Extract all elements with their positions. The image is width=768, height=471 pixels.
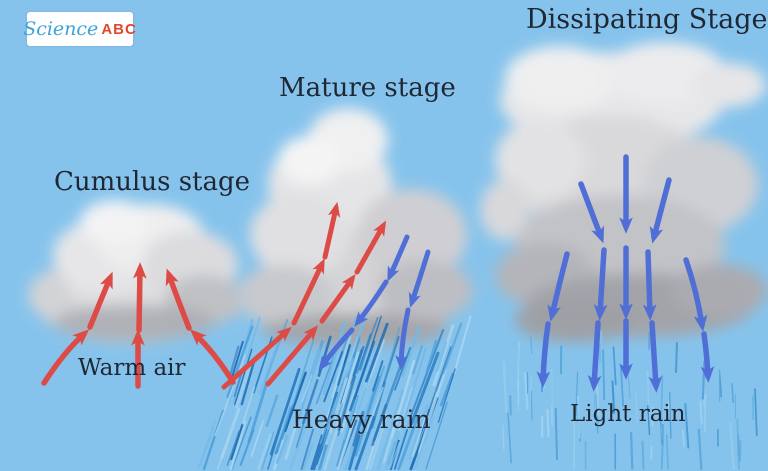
mature-downdraft-arrows: [318, 234, 431, 372]
cumulus-cloud: [28, 200, 245, 343]
mature-cloud: [237, 108, 473, 346]
mature-updraft-arrows: [221, 201, 387, 390]
dissipating-downdraft-arrows: [536, 154, 715, 393]
warm-air-updraft-arrows: [41, 262, 236, 389]
